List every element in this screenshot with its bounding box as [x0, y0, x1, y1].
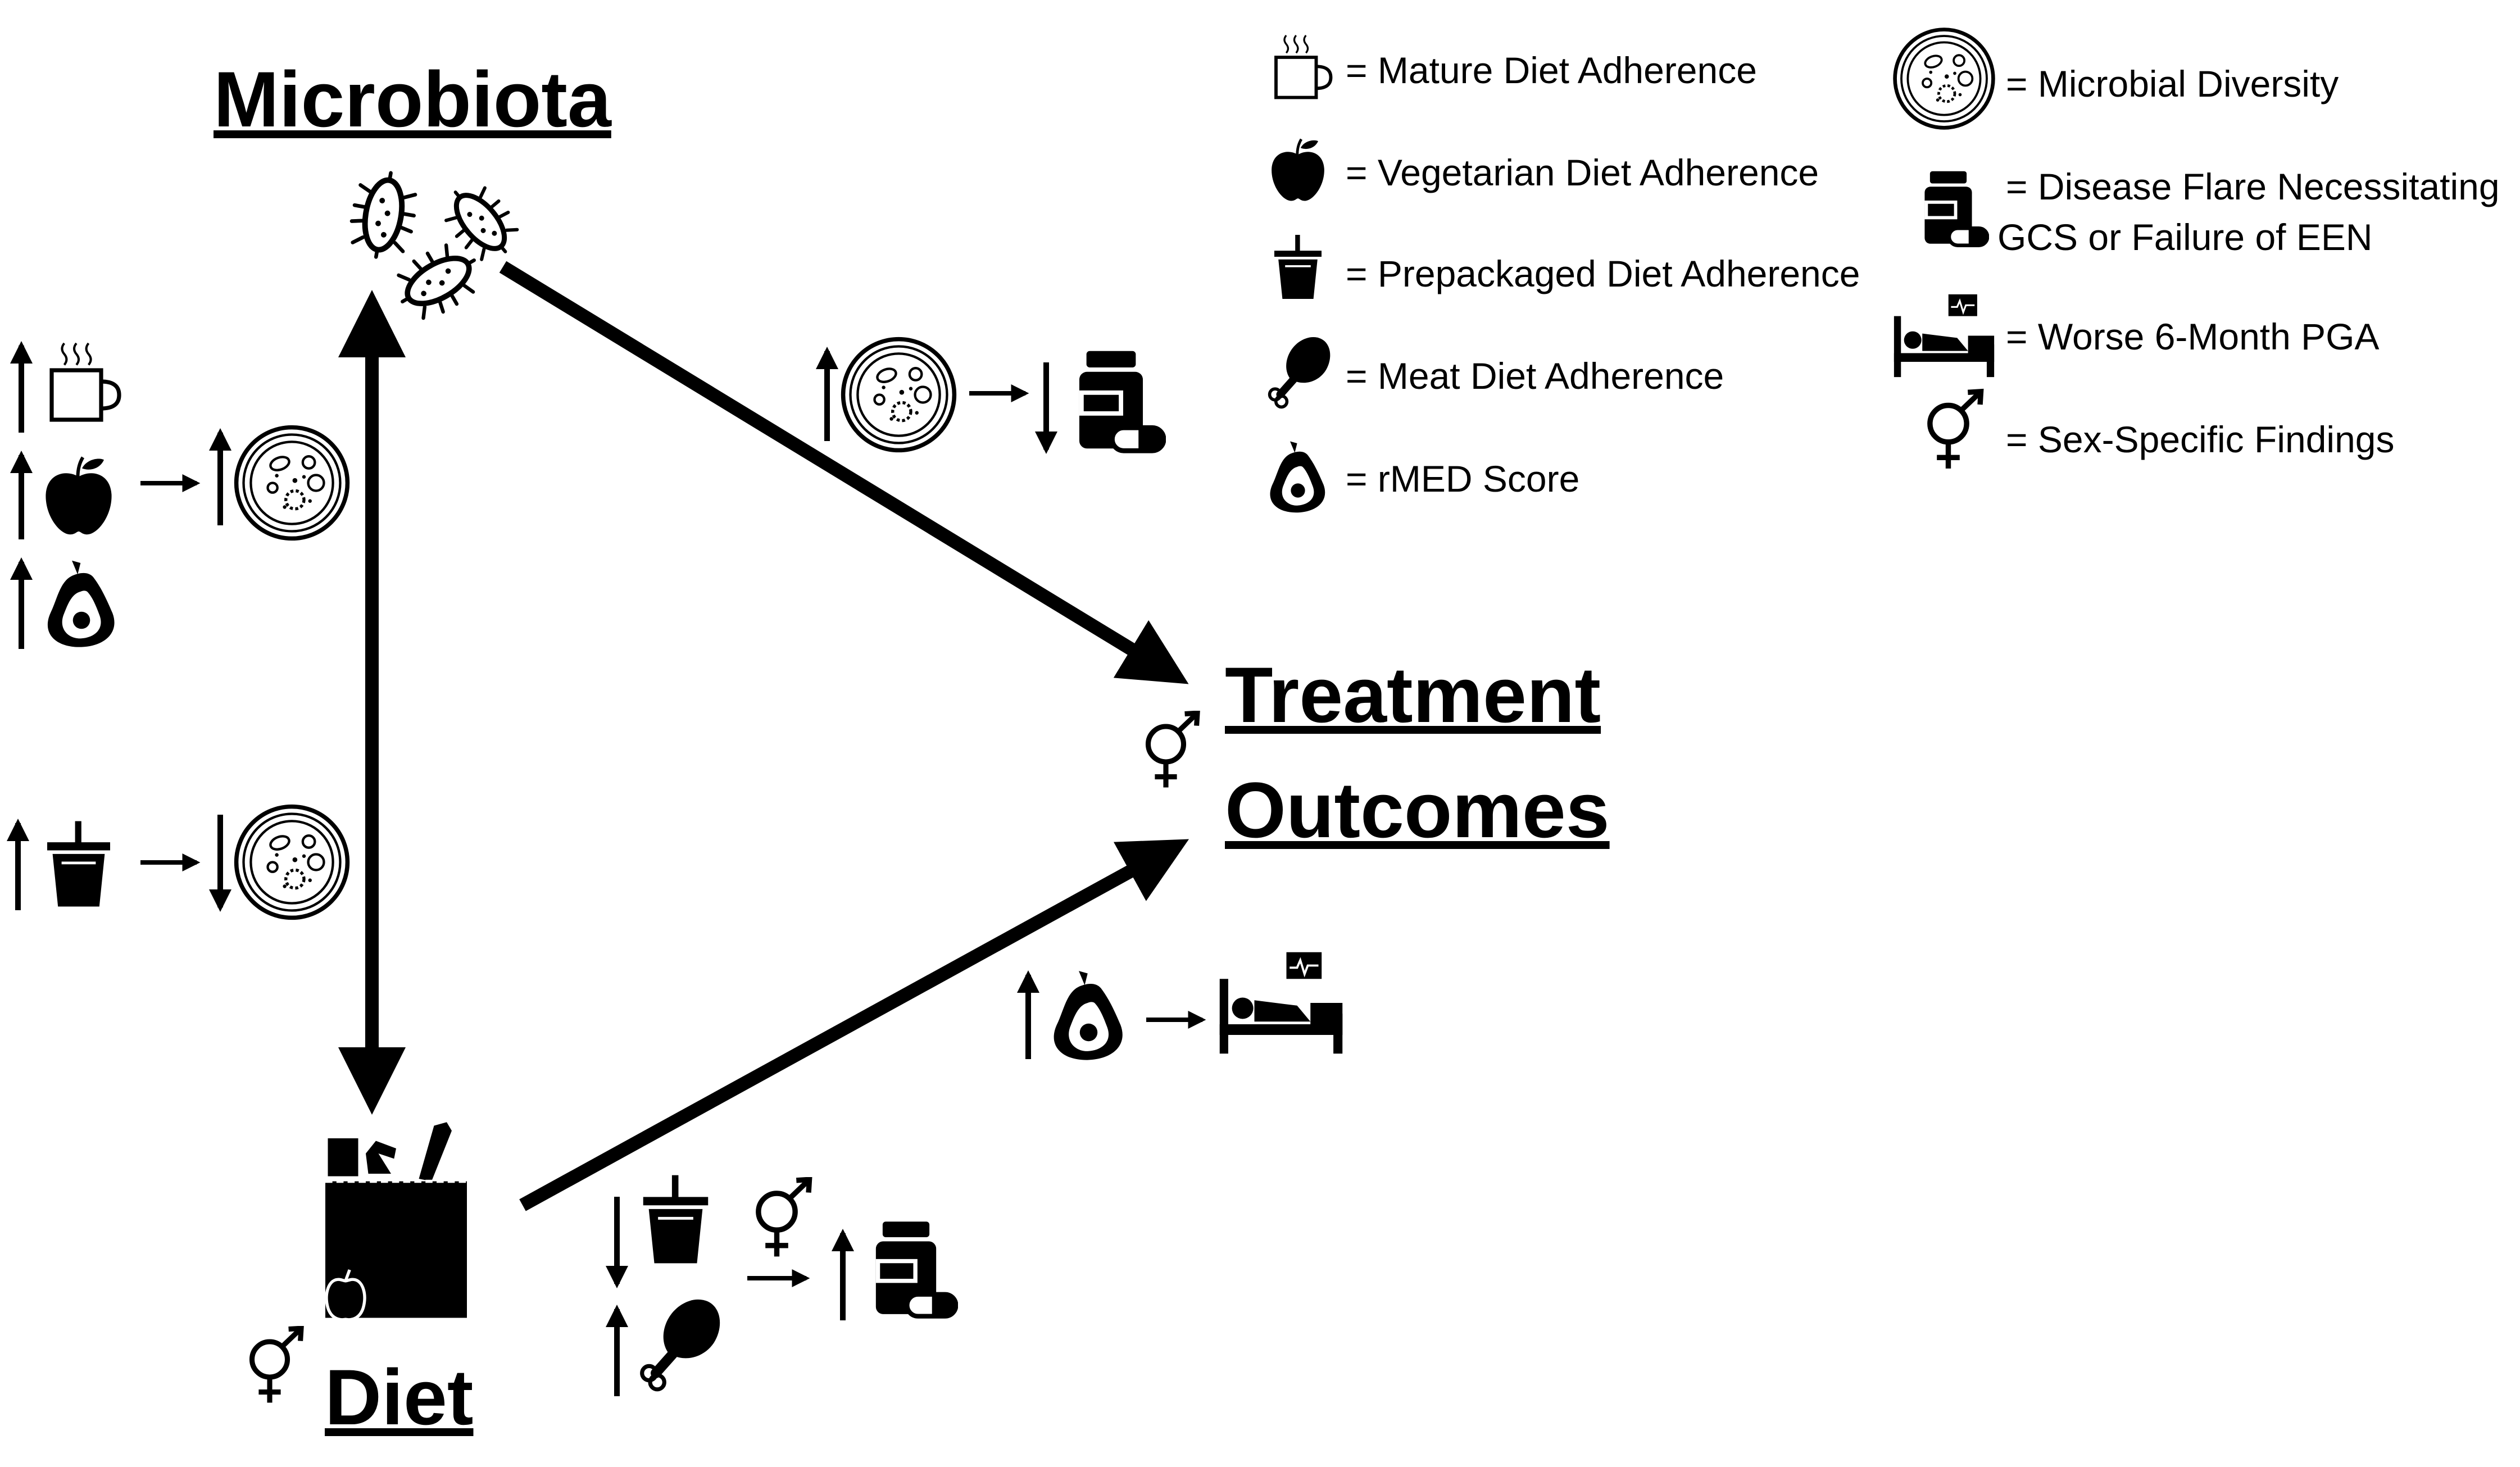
- apple-icon: [1272, 139, 1324, 201]
- microbiota-title: Microbiota: [214, 55, 612, 143]
- diet-to-outcomes-arrow: [519, 839, 1189, 1211]
- legend: = Mature Diet Adherence = Vegetarian Die…: [1270, 30, 2500, 513]
- legend-flare-label-line1: = Disease Flare Necessitating: [2006, 166, 2500, 207]
- legend-vegetarian-label: = Vegetarian Diet Adherence: [1346, 152, 1819, 193]
- pill-bottle-icon: [1079, 351, 1164, 451]
- apple-icon: [46, 457, 111, 534]
- petri-dish-icon: [1895, 30, 1994, 128]
- avocado-icon: [1054, 971, 1123, 1060]
- legend-prepackaged-label: = Prepackaged Diet Adherence: [1346, 253, 1860, 294]
- avocado-icon: [47, 560, 115, 647]
- legend-rmed-label: = rMED Score: [1346, 458, 1579, 499]
- petri-dish-icon: [843, 339, 955, 451]
- cup-with-straw-icon: [1274, 235, 1322, 299]
- diet-title: Diet: [325, 1353, 473, 1441]
- avocado-icon: [1270, 441, 1325, 513]
- petri-dish-icon: [237, 807, 348, 918]
- petri-dish-icon: [237, 428, 348, 539]
- drumstick-icon: [642, 1300, 720, 1389]
- bacteria-icon: [346, 168, 526, 327]
- legend-pga-label: = Worse 6-Month PGA: [2006, 316, 2380, 357]
- legend-sex-label: = Sex-Specific Findings: [2006, 419, 2395, 460]
- sex-symbol-icon: [252, 1328, 302, 1402]
- legend-diversity-label: = Microbial Diversity: [2006, 63, 2339, 105]
- legend-meat-label: = Meat Diet Adherence: [1346, 355, 1724, 397]
- treatment-title-line2: Outcomes: [1225, 766, 1610, 854]
- drumstick-icon: [1270, 337, 1331, 407]
- sex-symbol-icon: [759, 1179, 810, 1256]
- grocery-bag-icon: [325, 1122, 467, 1320]
- cup-with-straw-icon: [47, 821, 110, 907]
- cup-with-straw-icon: [643, 1175, 709, 1264]
- mug-icon: [1276, 35, 1331, 98]
- pill-bottle-icon: [876, 1221, 956, 1316]
- treatment-title-line1: Treatment: [1225, 651, 1601, 739]
- hospital-bed-icon: [1218, 951, 1344, 1055]
- pill-bottle-icon: [1924, 171, 1987, 246]
- sex-symbol-icon: [1930, 392, 1981, 469]
- legend-flare-label-line2: GCS or Failure of EEN: [1997, 216, 2373, 258]
- sex-symbol-icon: [1148, 713, 1198, 787]
- hospital-bed-icon: [1893, 293, 1995, 378]
- mug-icon: [52, 343, 119, 420]
- microbiota-to-outcomes-arrow: [499, 261, 1189, 684]
- legend-mature-label: = Mature Diet Adherence: [1346, 49, 1757, 91]
